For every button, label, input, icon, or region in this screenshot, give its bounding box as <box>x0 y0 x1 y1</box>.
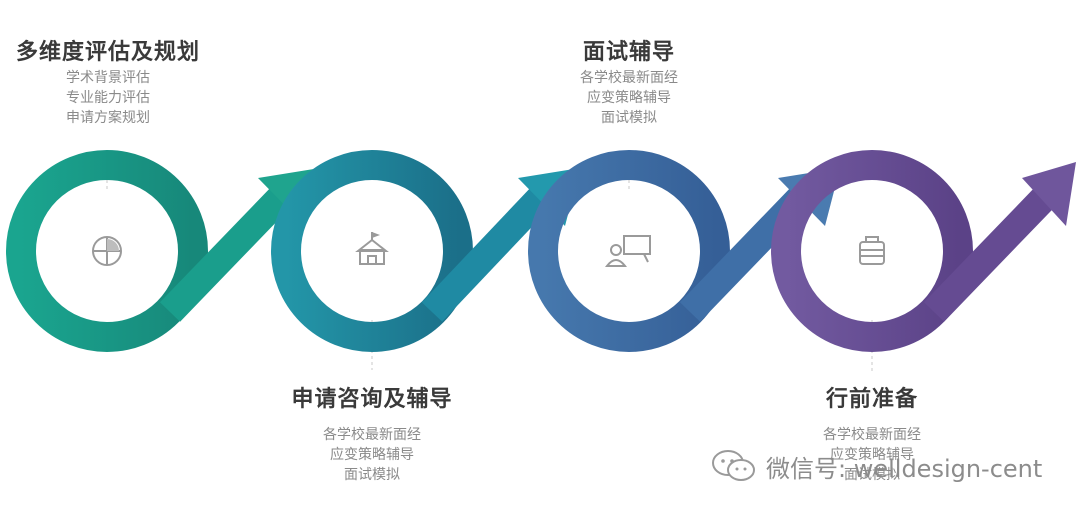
step-2-line-1: 各学校最新面经 <box>323 427 421 443</box>
step-1-line-2: 专业能力评估 <box>66 90 150 106</box>
arrow-2 <box>421 188 551 322</box>
pie-chart-icon <box>92 236 122 266</box>
ring-2 <box>271 150 473 352</box>
watermark: 微信号: welldesign-cent <box>708 448 1080 484</box>
arrowhead-4 <box>1022 162 1076 226</box>
step-2-line-2: 应变策略辅导 <box>330 447 414 463</box>
watermark-text: 微信号: welldesign-cent <box>766 454 1043 483</box>
presenter-board-icon <box>604 235 651 267</box>
step-1-details: 学术背景评估 专业能力评估 申请方案规划 <box>10 68 206 128</box>
ring-1 <box>6 150 208 352</box>
step-3-line-2: 应变策略辅导 <box>587 90 671 106</box>
luggage-icon <box>859 236 885 265</box>
step-3-line-3: 面试模拟 <box>601 110 657 126</box>
step-3-title: 面试辅导 <box>582 40 675 65</box>
school-building-icon <box>355 232 389 265</box>
step-1-line-3: 申请方案规划 <box>66 110 150 126</box>
ring-4 <box>771 150 973 352</box>
ring-3 <box>528 150 730 352</box>
step-2-line-3: 面试模拟 <box>344 467 400 483</box>
step-1-line-1: 学术背景评估 <box>66 70 150 86</box>
step-3-details: 各学校最新面经 应变策略辅导 面试模拟 <box>529 68 729 128</box>
arrow-4 <box>923 188 1055 322</box>
step-2-details: 各学校最新面经 应变策略辅导 面试模拟 <box>272 425 472 485</box>
step-4-details: 各学校最新面经 应变策略辅导 面试模拟 <box>772 425 972 485</box>
step-1-title: 多维度评估及规划 <box>15 40 200 65</box>
wechat-icon <box>712 450 755 481</box>
step-4-line-2: 应变策略辅导 <box>830 447 914 463</box>
step-4-title: 行前准备 <box>825 387 918 412</box>
step-3-line-1: 各学校最新面经 <box>580 70 678 86</box>
step-4-line-1: 各学校最新面经 <box>823 427 921 443</box>
step-4-line-3: 面试模拟 <box>844 467 900 483</box>
arrow-1 <box>159 188 291 322</box>
step-2-title: 申请咨询及辅导 <box>291 387 453 412</box>
